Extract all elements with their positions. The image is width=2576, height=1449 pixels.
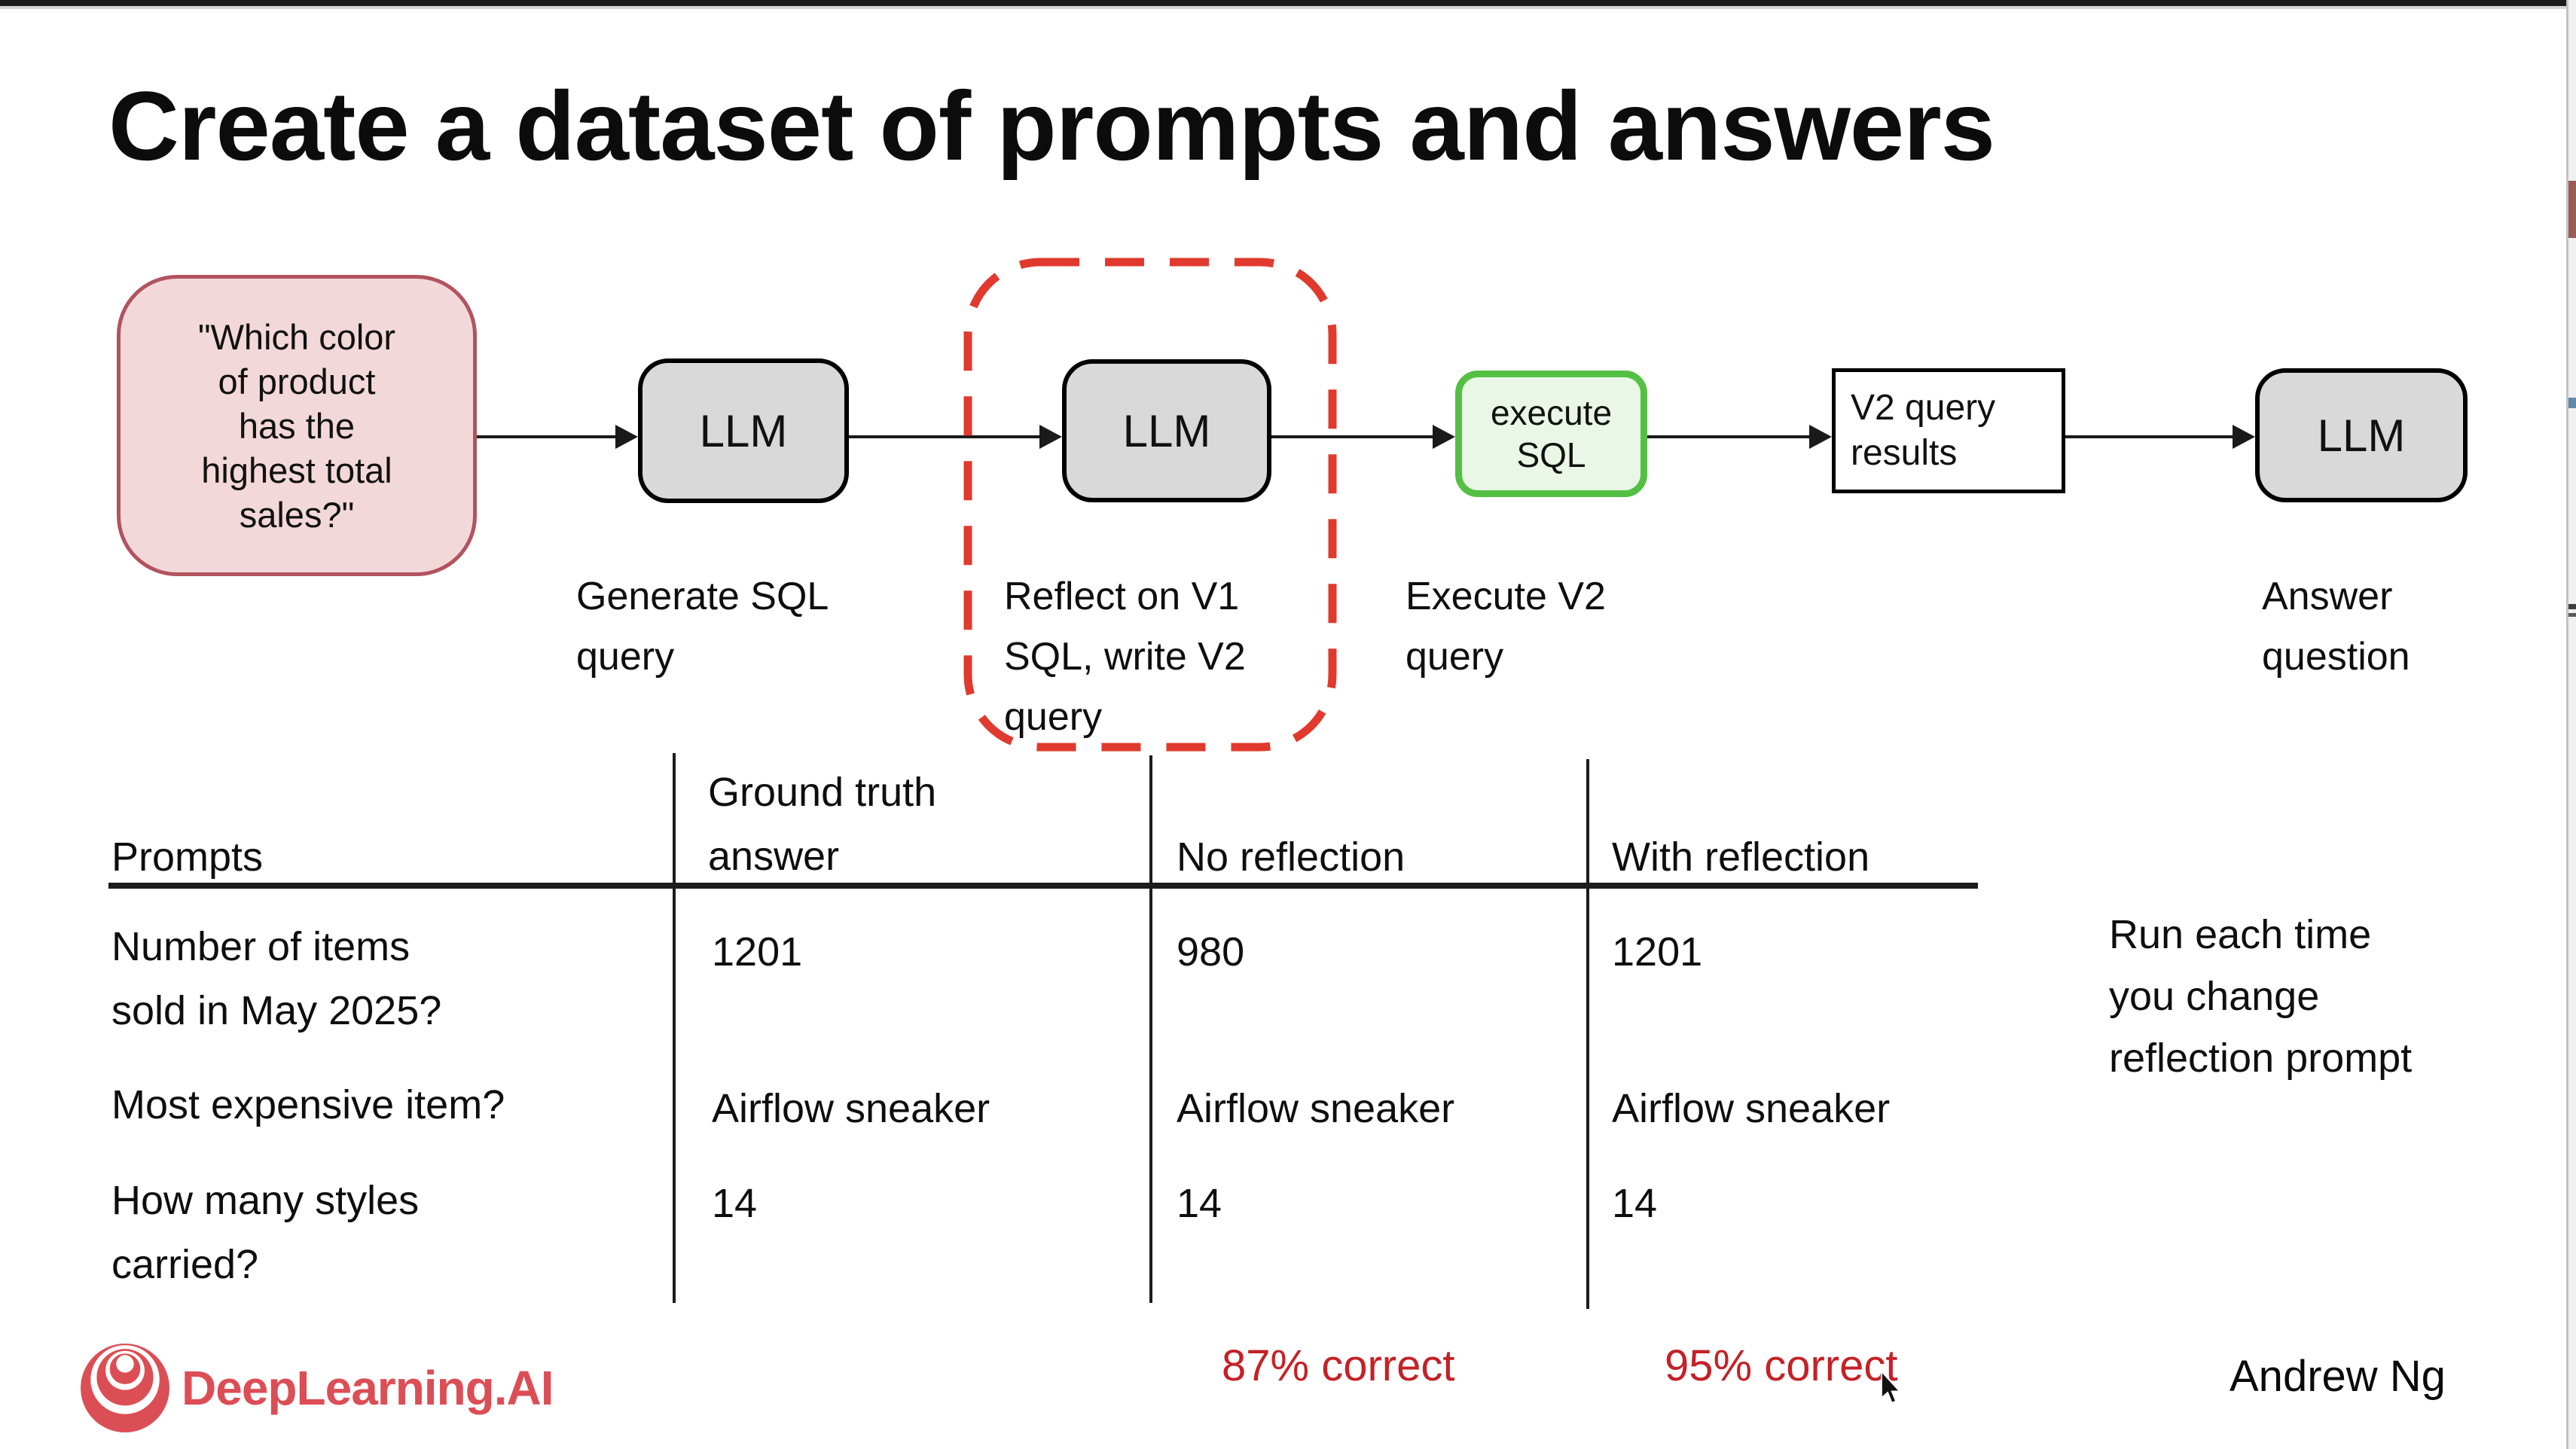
arrow-llm2-to-execute bbox=[1271, 435, 1433, 438]
table-cell: 14 bbox=[1177, 1181, 1222, 1226]
table-cell: 980 bbox=[1177, 929, 1245, 975]
table-cell: 14 bbox=[712, 1181, 758, 1226]
arrow-execute-to-results bbox=[1647, 435, 1809, 438]
execute-sql-node: execute SQL bbox=[1455, 371, 1647, 497]
arrowhead-icon bbox=[1433, 425, 1455, 449]
scrollbar-separator bbox=[2566, 0, 2568, 1449]
step-label-reflect: Reflect on V1 SQL, write V2 query bbox=[1004, 575, 1246, 739]
user-question-node: "Which color of product has the highest … bbox=[117, 275, 477, 576]
v2-query-results-node: V2 query results bbox=[1832, 368, 2065, 493]
table-row-prompt: Number of items sold in May 2025? bbox=[111, 924, 442, 1033]
deeplearning-ai-logo: DeepLearning.AI bbox=[79, 1339, 554, 1437]
table-header-rule bbox=[108, 883, 1978, 889]
score-no-reflection: 87% correct bbox=[1222, 1341, 1455, 1390]
step-label-execute: Execute V2 query bbox=[1406, 575, 1606, 679]
col-header-with-reflection: With reflection bbox=[1612, 834, 1870, 880]
scrollbar-mark-blue bbox=[2568, 398, 2576, 408]
scrollbar-mark-dark bbox=[2568, 613, 2576, 617]
llm-node-generate: LLM bbox=[638, 358, 849, 503]
window-top-edge-shadow bbox=[0, 6, 2576, 9]
table-divider-1 bbox=[673, 753, 676, 1303]
arrowhead-icon bbox=[2233, 425, 2255, 449]
table-cell: Airflow sneaker bbox=[1612, 1086, 1891, 1131]
llm-node-answer: LLM bbox=[2255, 368, 2468, 502]
scrollbar-mark-red bbox=[2568, 181, 2576, 238]
deeplearning-ai-logo-icon bbox=[81, 1344, 169, 1432]
col-header-prompts: Prompts bbox=[111, 834, 264, 880]
window-top-edge bbox=[0, 0, 2576, 6]
table-cell: 14 bbox=[1612, 1181, 1658, 1226]
llm-node-reflect: LLM bbox=[1062, 359, 1271, 502]
arrow-llm1-to-llm2 bbox=[849, 435, 1039, 438]
page-title: Create a dataset of prompts and answers bbox=[108, 71, 1995, 181]
step-label-generate: Generate SQL query bbox=[576, 575, 829, 679]
table-row-prompt: How many styles carried? bbox=[111, 1178, 420, 1287]
arrowhead-icon bbox=[615, 425, 638, 449]
arrow-results-to-llm3 bbox=[2065, 435, 2233, 438]
side-note: Run each time you change reflection prom… bbox=[2109, 912, 2413, 1081]
arrowhead-icon bbox=[1039, 425, 1062, 449]
scrollbar[interactable] bbox=[2568, 0, 2576, 1449]
table-row-prompt: Most expensive item? bbox=[111, 1082, 505, 1127]
col-header-ground-truth: Ground truth answer bbox=[708, 770, 937, 879]
col-header-no-reflection: No reflection bbox=[1177, 834, 1406, 880]
deeplearning-ai-logo-text: DeepLearning.AI bbox=[182, 1361, 554, 1415]
step-label-answer: Answer question bbox=[2262, 575, 2410, 679]
table-divider-3 bbox=[1586, 759, 1589, 1309]
score-with-reflection: 95% correct bbox=[1665, 1341, 1898, 1390]
author-name: Andrew Ng bbox=[2230, 1352, 2446, 1401]
table-cell: Airflow sneaker bbox=[712, 1086, 990, 1131]
scrollbar-mark-dark bbox=[2568, 604, 2576, 609]
table-cell: Airflow sneaker bbox=[1177, 1086, 1455, 1131]
arrow-prompt-to-llm1 bbox=[477, 435, 615, 438]
table-divider-2 bbox=[1149, 755, 1152, 1303]
arrowhead-icon bbox=[1809, 425, 1832, 449]
table-cell: 1201 bbox=[1612, 929, 1703, 975]
table-cell: 1201 bbox=[712, 929, 803, 975]
mouse-cursor-icon bbox=[1881, 1371, 1902, 1404]
